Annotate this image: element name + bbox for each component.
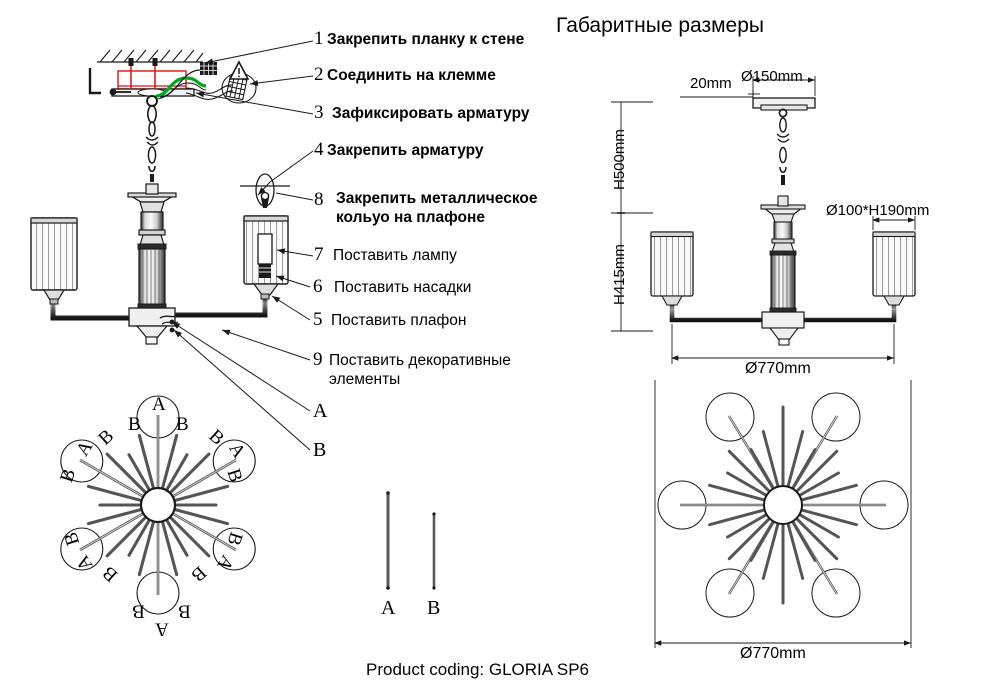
dimension-elevation-view: [611, 76, 916, 364]
body-dimension-view: [760, 195, 806, 346]
callout-label-1: Закрепить планку к стене: [327, 31, 525, 48]
callout-label-9-line2: элементы: [329, 371, 401, 388]
plan-view-left: [60, 395, 256, 615]
overall-diameter-dimension-plan: [654, 380, 912, 648]
rod-legend-label-b: B: [427, 597, 441, 619]
callout-number-2: 2: [314, 64, 324, 85]
mounting-bracket: [117, 58, 187, 90]
callout-label-8-line2: кольуо на плафоне: [336, 209, 485, 226]
plan-label-top-a: A: [152, 394, 166, 415]
lamp-arm-right: [175, 296, 268, 318]
part-callout-a: A: [313, 400, 328, 422]
callout-number-4: 4: [314, 139, 324, 160]
assembly-elevation-view: [30, 49, 290, 345]
plan-label-bottom-b-left: B: [132, 600, 145, 622]
shade-dim-left: [650, 231, 694, 306]
dimension-overall-diameter-elevation: Ø770mm: [745, 360, 811, 377]
plan-label-top-b-left: B: [128, 414, 141, 435]
dimension-canopy-diameter: Ø150mm: [741, 68, 803, 85]
arm-hub: [128, 307, 176, 345]
callout-number-6: 6: [313, 276, 323, 297]
central-column: [137, 201, 167, 317]
chain-icon: [145, 95, 159, 182]
callout-number-3: 3: [314, 102, 324, 123]
plan-label-bottom-a: A: [155, 618, 169, 640]
dimension-drop-height: H500mm: [611, 129, 628, 190]
page-title: Габаритные размеры: [556, 14, 764, 37]
callout-leader-lines: [171, 40, 314, 451]
callout-label-6: Поставить насадки: [334, 279, 472, 296]
terminal-clamp-detail: [221, 60, 257, 104]
callout-number-5: 5: [313, 309, 323, 330]
part-callout-b: B: [313, 439, 327, 461]
shade-dim-right: [872, 231, 916, 306]
callout-number-1: 1: [314, 28, 324, 49]
arms-dimension-view: [669, 302, 897, 323]
dimension-body-height: H415mm: [611, 244, 628, 305]
dimension-overall-diameter-plan: Ø770mm: [740, 645, 806, 662]
dimension-shade-size: Ø100*H190mm: [826, 202, 930, 219]
canopy-dim: [752, 97, 816, 111]
product-coding-label: Product coding: GLORIA SP6: [366, 660, 590, 679]
ceiling-hatching-icon: [97, 49, 204, 63]
callout-number-7: 7: [314, 244, 324, 265]
lamp-arm-left: [50, 296, 129, 321]
shade-right-exploded: [240, 173, 290, 300]
plan-label-bottom-b-right: B: [178, 600, 191, 622]
callout-label-8: Закрепить металлическое: [336, 190, 538, 207]
terminal-block-icon: [200, 62, 217, 75]
rod-legend-label-a: A: [381, 597, 396, 619]
shade-size-dimension: [872, 216, 916, 230]
callout-label-7: Поставить лампу: [333, 247, 457, 264]
callout-number-9: 9: [313, 349, 323, 370]
callout-label-5: Поставить плафон: [331, 312, 467, 329]
callout-label-4: Закрепить арматуру: [327, 142, 484, 159]
callout-label-3: Зафиксировать арматуру: [332, 105, 530, 122]
warning-triangle-icon: [228, 60, 250, 80]
callout-label-9: Поставить декоративные: [329, 352, 511, 369]
plan-label-top-b-right: B: [176, 414, 189, 435]
canopy-height-dimension: [680, 90, 760, 100]
dimension-canopy-height: 20mm: [690, 75, 732, 92]
ceiling-canopy: [109, 88, 195, 97]
callout-number-8: 8: [314, 189, 324, 210]
height-dimension-chain: [611, 101, 653, 332]
live-conductor-symbol: [88, 68, 101, 95]
chain-dimension-view: [776, 108, 790, 185]
callout-label-2: Соединить на клемме: [327, 67, 496, 84]
plan-view-right: [654, 380, 912, 648]
rod-legend: [386, 491, 436, 590]
overall-diameter-dimension-elev: [671, 324, 895, 364]
shade-left: [30, 217, 78, 305]
upper-cup: [127, 183, 177, 203]
